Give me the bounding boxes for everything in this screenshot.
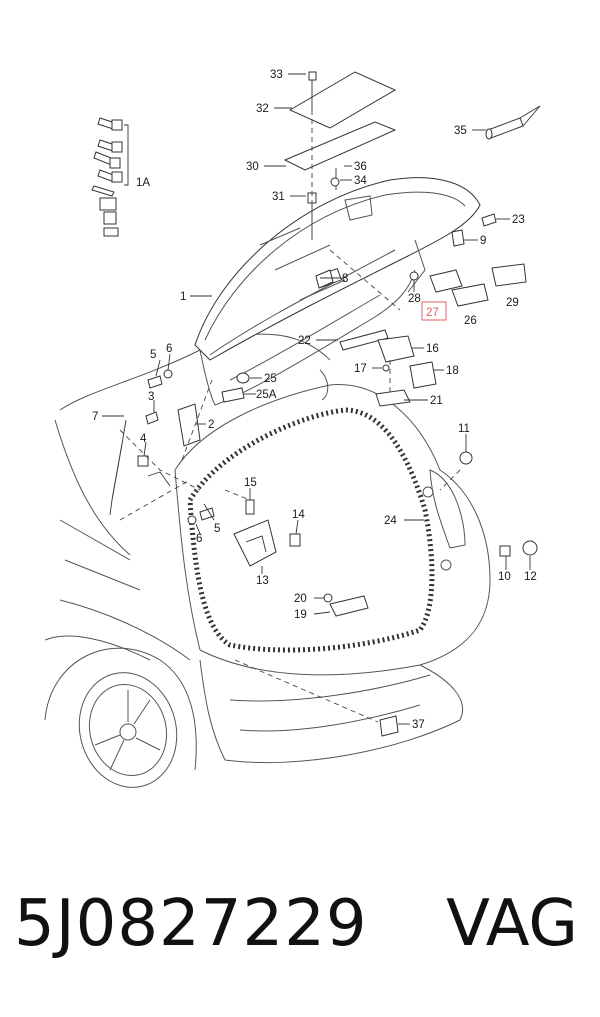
lock-16 [377, 335, 415, 363]
callout-24: 24 [384, 515, 397, 527]
callout-2: 2 [208, 419, 214, 431]
label-8 [315, 269, 334, 289]
callout-labels: 33 32 35 1A 30 36 34 31 23 9 8 1 28 27 2… [92, 69, 537, 731]
grommet-25A [221, 387, 245, 403]
callout-12: 12 [524, 571, 537, 583]
clip-23 [481, 213, 497, 227]
callout-15: 15 [244, 477, 257, 489]
callout-6-upper: 6 [166, 343, 172, 355]
callout-18: 18 [446, 365, 459, 377]
callout-25: 25 [264, 373, 277, 385]
callout-1A: 1A [136, 177, 150, 189]
actuator-18 [409, 361, 437, 389]
bracket-13 [233, 519, 277, 567]
callout-5-upper: 5 [150, 349, 156, 361]
callout-10: 10 [498, 571, 511, 583]
callout-21: 21 [430, 395, 443, 407]
cover-plate [288, 71, 397, 129]
callout-23: 23 [512, 214, 525, 226]
callout-4: 4 [140, 433, 147, 445]
callout-7: 7 [92, 411, 98, 423]
light-27 [429, 269, 463, 293]
callout-31: 31 [272, 191, 285, 203]
callout-17: 17 [354, 363, 367, 375]
callout-27: 27 [426, 307, 439, 319]
part-number: 5J0827229 [14, 887, 368, 961]
screw-33 [308, 71, 317, 81]
tailgate-panel [194, 177, 481, 406]
callout-9: 9 [480, 235, 486, 247]
callout-28: 28 [408, 293, 421, 305]
fastener-set [91, 117, 129, 237]
light-29 [491, 263, 527, 287]
bolt-17 [382, 364, 390, 372]
callout-33: 33 [270, 69, 283, 81]
callout-6-lower: 6 [196, 533, 202, 545]
car-body [44, 333, 491, 788]
callout-1: 1 [180, 291, 186, 303]
callout-8: 8 [342, 273, 348, 285]
callout-29: 29 [506, 297, 519, 309]
callout-11: 11 [458, 423, 470, 435]
callout-19: 19 [294, 609, 307, 621]
callout-35: 35 [454, 125, 467, 137]
brand-label: VAG [446, 887, 578, 961]
callout-25A: 25A [256, 389, 277, 401]
callout-16: 16 [426, 343, 439, 355]
callout-13: 13 [256, 575, 269, 587]
callout-30: 30 [246, 161, 259, 173]
sealant-tube [485, 105, 541, 140]
callout-3: 3 [148, 391, 154, 403]
plate-30 [283, 121, 397, 171]
light-26 [451, 283, 489, 307]
callout-20: 20 [294, 593, 307, 605]
hinge-2 [177, 403, 201, 447]
gas-strut [109, 419, 127, 516]
callout-14: 14 [292, 509, 305, 521]
cable-22 [339, 329, 389, 351]
parts-diagram: 33 32 35 1A 30 36 34 31 23 9 8 1 28 27 2… [44, 69, 541, 788]
callout-5-lower: 5 [214, 523, 220, 535]
grommet-25 [236, 372, 250, 384]
callout-26: 26 [464, 315, 477, 327]
buffer-9 [451, 229, 465, 247]
callout-32: 32 [256, 103, 269, 115]
tailgate-seal [187, 407, 435, 653]
callout-22: 22 [298, 335, 311, 347]
nut-28 [409, 271, 419, 281]
leader-lines [102, 73, 531, 725]
plate-37 [379, 715, 399, 737]
callout-37: 37 [412, 719, 425, 731]
callout-36: 36 [354, 161, 367, 173]
handle-21 [375, 389, 411, 407]
callout-34: 34 [354, 175, 367, 187]
lock-19 [329, 595, 369, 617]
